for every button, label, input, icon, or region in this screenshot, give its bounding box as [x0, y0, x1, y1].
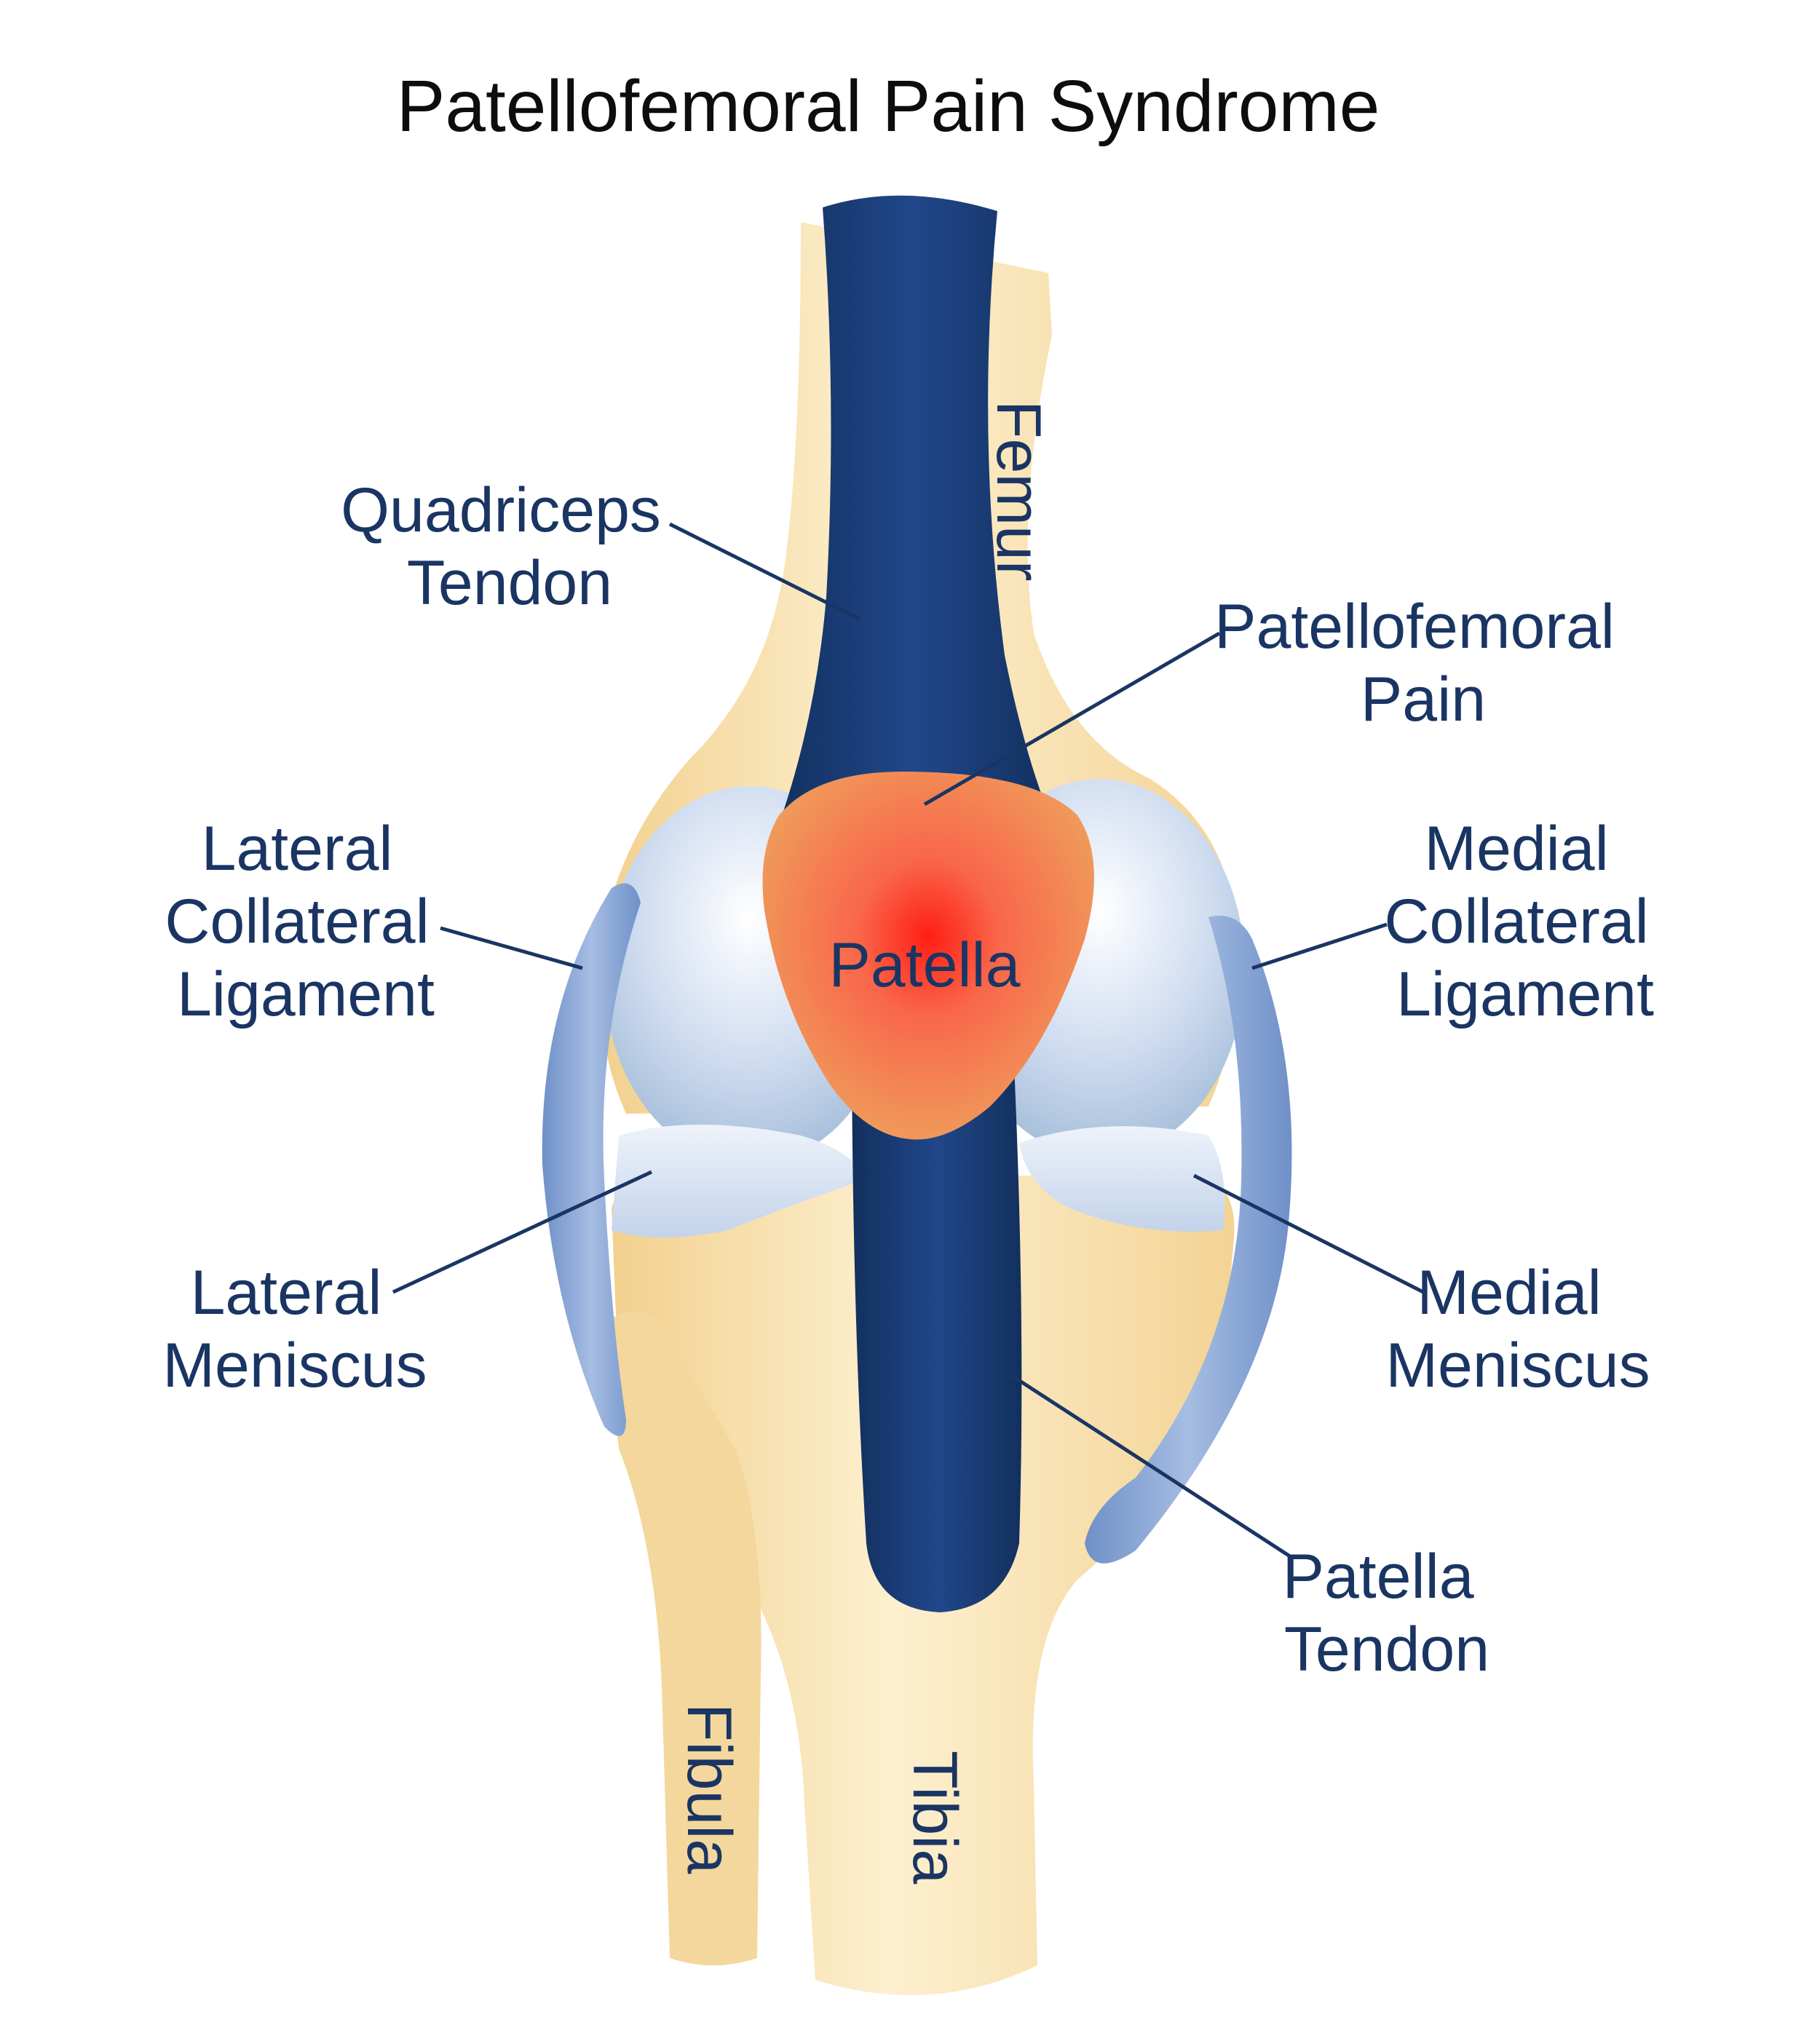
lateral-collateral-ligament: [542, 883, 641, 1436]
label-medial-collateral-ligament: Medial Collateral Ligament: [1384, 814, 1666, 1029]
label-quadriceps-tendon: Quadriceps Tendon: [341, 475, 678, 618]
diagram-title: Patellofemoral Pain Syndrome: [397, 66, 1380, 147]
label-patella: Patella: [829, 930, 1021, 1000]
leader-patellofemoral-pain: [923, 631, 1221, 807]
leader-medial-meniscus: [1192, 1173, 1425, 1294]
patella-bone: [762, 772, 1094, 1140]
patella-tendon: [852, 1019, 1022, 1612]
leader-quadriceps-tendon: [668, 522, 860, 621]
label-medial-meniscus: Medial Meniscus: [1385, 1258, 1650, 1401]
label-tibia: Tibia: [900, 1751, 970, 1884]
medial-collateral-ligament: [1085, 916, 1292, 1564]
label-lateral-meniscus: Lateral Meniscus: [162, 1258, 427, 1401]
label-patellofemoral-pain: Patellofemoral Pain: [1214, 592, 1632, 734]
label-fibula: Fibula: [674, 1703, 744, 1874]
lateral-meniscus: [612, 1125, 866, 1237]
leader-lateral-collateral-ligament: [440, 926, 583, 970]
leader-lateral-meniscus: [392, 1170, 653, 1294]
label-femur: Femur: [984, 400, 1053, 581]
label-lateral-collateral-ligament: Lateral Collateral Ligament: [165, 814, 446, 1029]
fibula-bone: [604, 1312, 761, 1965]
leader-patella-tendon: [1010, 1374, 1294, 1560]
label-patella-tendon: Patella Tendon: [1283, 1542, 1492, 1684]
medial-meniscus: [1019, 1126, 1225, 1232]
quadriceps-tendon: [772, 195, 1056, 845]
leader-medial-collateral-ligament: [1251, 922, 1388, 970]
